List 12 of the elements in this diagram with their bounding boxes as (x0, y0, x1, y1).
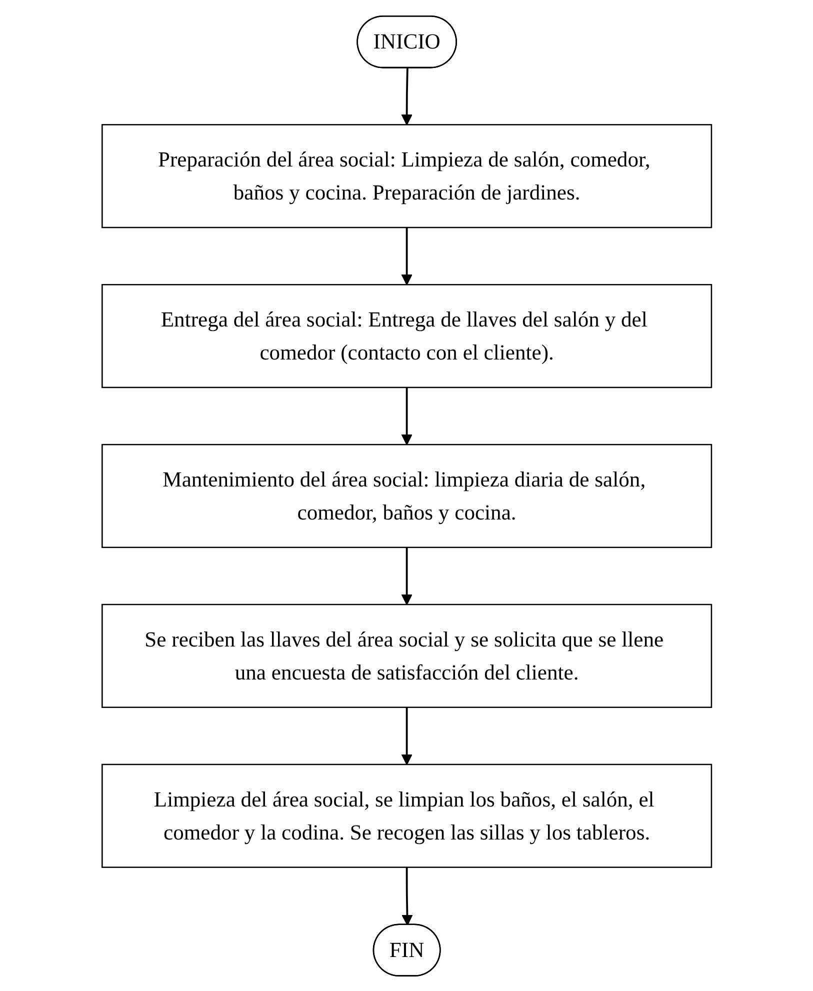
arrow (400, 227, 412, 285)
arrow (401, 866, 412, 926)
arrow (400, 386, 412, 445)
node-box (101, 443, 712, 548)
node-box (101, 124, 712, 228)
arrow (400, 706, 412, 764)
arrow (400, 68, 412, 125)
node-box (101, 284, 712, 388)
node-box (101, 763, 712, 868)
node-box (101, 603, 712, 708)
arrow (400, 546, 412, 605)
flowchart: INICIO Preparación del área social: Limpieza de salón, comedor, baños y cocina. Preparación de jardines. Entrega del área social: Entrega de llaves del salón y del comedor (contacto con el cliente). Mantenimiento del área social: limpieza diaria de salón, comedor, baños y cocina. Se reciben las llaves del área social y se solicita que se llene una encuesta de satisfacción del cliente. Limpieza del área social, se limpian los baños, el salón, el comedor y la codina. Se recogen las sillas y los tableros. FIN (92, 6, 722, 986)
